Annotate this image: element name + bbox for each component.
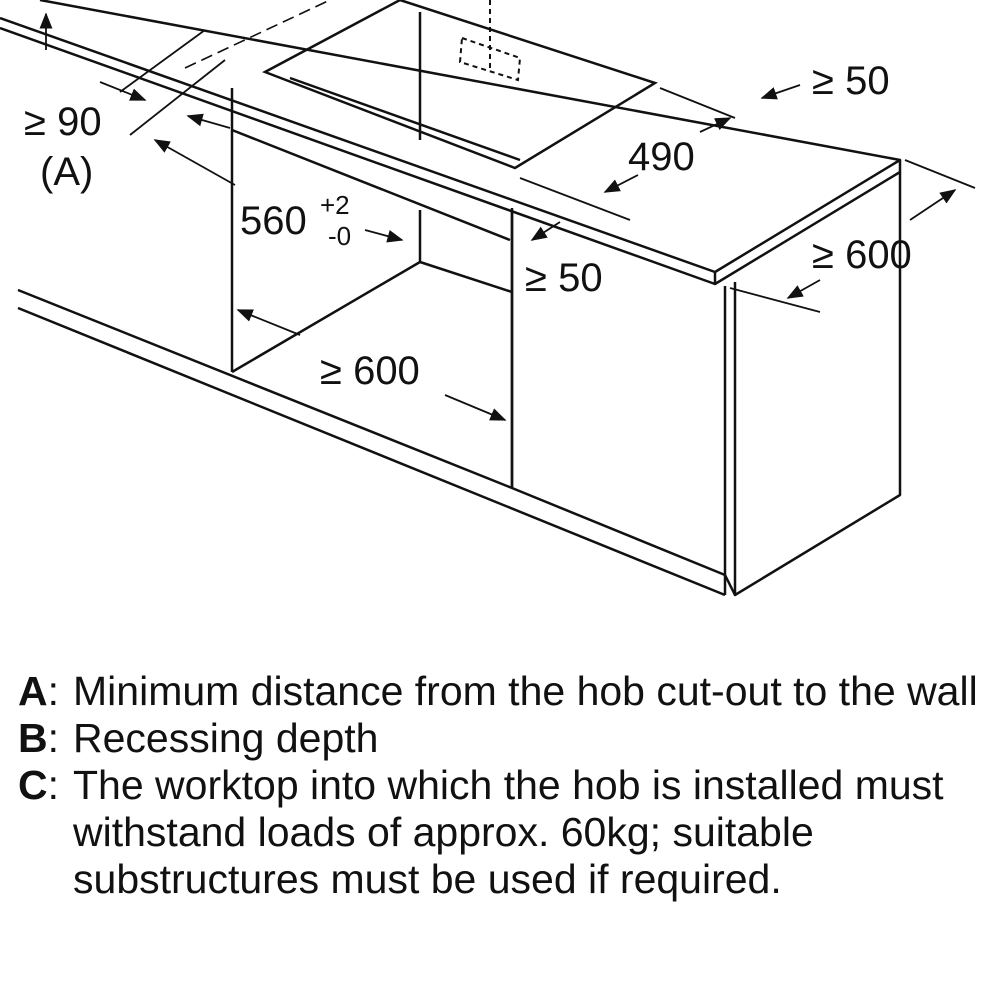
- dimension-lines: [39, 12, 976, 421]
- base-cabinet: [17, 88, 902, 597]
- hob-cutout: [261, 0, 658, 170]
- legend-text: Minimum distance from the hob cut-out to…: [73, 668, 978, 714]
- label-wall-distance-ref: (A): [40, 150, 93, 194]
- label-cutout-width: 490: [628, 135, 695, 179]
- legend-key: B: [18, 715, 48, 761]
- legend-key: C: [18, 762, 48, 808]
- wall-reference-lines: [184, 0, 331, 69]
- legend-text: The worktop into which the hob is instal…: [73, 762, 944, 902]
- legend-text: Recessing depth: [73, 715, 379, 761]
- hob-connector: [458, 0, 522, 82]
- dimension-labels: ≥ 90 (A) 560 +2 -0 490 ≥ 50 ≥ 50 ≥ 600 ≥…: [24, 59, 912, 393]
- label-side-clearance: ≥ 50: [812, 59, 890, 103]
- label-depth: 560: [240, 199, 307, 243]
- label-depth-tol-minus: -0: [328, 221, 351, 251]
- legend-item-b: B: Recessing depth: [18, 715, 978, 762]
- label-front-clearance: ≥ 50: [525, 256, 603, 300]
- label-depth-tol-plus: +2: [320, 190, 350, 220]
- legend-item-c: C: The worktop into which the hob is ins…: [18, 762, 978, 903]
- legend-key: A: [18, 668, 48, 714]
- label-cabinet-depth: ≥ 600: [812, 233, 912, 277]
- label-wall-distance: ≥ 90: [24, 100, 102, 144]
- worktop: [0, 0, 902, 286]
- installation-diagram: ≥ 90 (A) 560 +2 -0 490 ≥ 50 ≥ 50 ≥ 600 ≥…: [0, 0, 976, 597]
- legend: A: Minimum distance from the hob cut-out…: [18, 668, 978, 903]
- label-cabinet-width: ≥ 600: [320, 349, 420, 393]
- legend-item-a: A: Minimum distance from the hob cut-out…: [18, 668, 978, 714]
